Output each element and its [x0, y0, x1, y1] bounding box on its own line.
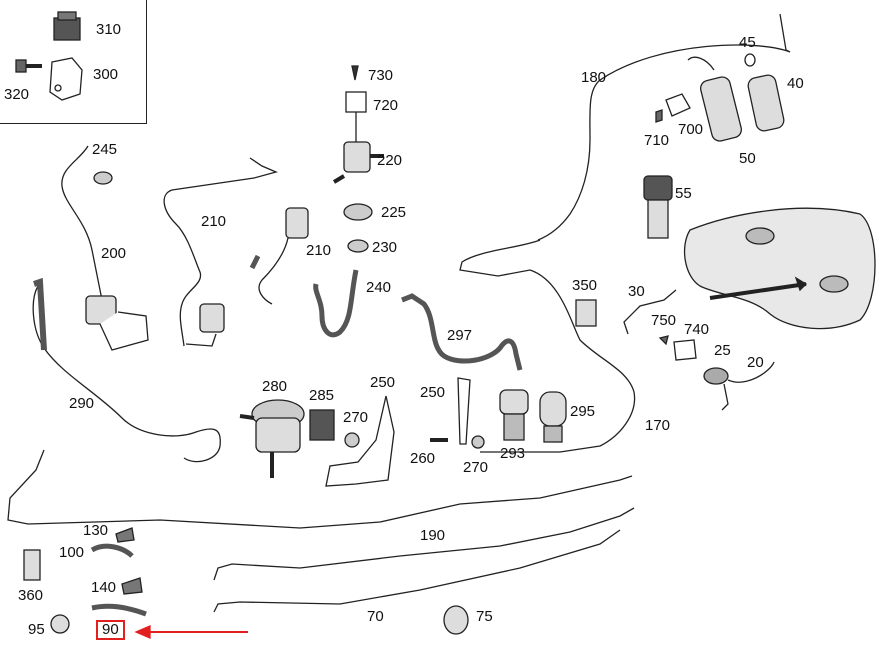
part-label[interactable]: 210: [201, 213, 227, 230]
part-label[interactable]: 75: [476, 608, 493, 625]
clip-350-drawing: [575, 299, 597, 327]
filter-40-drawing: [744, 53, 785, 132]
part-label[interactable]: 350: [572, 277, 598, 294]
part-label[interactable]: 20: [747, 354, 764, 371]
filter-700-drawing: [655, 56, 743, 142]
line-70-drawing: [213, 507, 635, 613]
hose-200-drawing: [61, 145, 149, 351]
damper-295-drawing: [539, 391, 567, 443]
part-label[interactable]: 220: [377, 152, 403, 169]
part-label[interactable]: 240: [366, 279, 392, 296]
line-170-drawing: [459, 239, 636, 453]
part-label[interactable]: 190: [420, 527, 446, 544]
sensor-25-drawing: [658, 335, 775, 411]
part-label[interactable]: 300: [93, 66, 119, 83]
part-label[interactable]: 210: [306, 242, 332, 259]
parts-bottom-left-drawing: [23, 527, 147, 634]
line-180-drawing: [537, 13, 791, 241]
part-label[interactable]: 250: [420, 384, 446, 401]
part-label[interactable]: 70: [367, 608, 384, 625]
part-label[interactable]: 230: [372, 239, 398, 256]
line-30-drawing: [623, 289, 677, 335]
highlight-arrow: [134, 625, 248, 639]
clamp-230-drawing: [347, 239, 369, 253]
part-label[interactable]: 740: [684, 321, 710, 338]
part-label[interactable]: 320: [4, 86, 30, 103]
hose-210-drawing: [163, 157, 278, 347]
part-label[interactable]: 260: [410, 450, 436, 467]
pump-55-drawing: [643, 175, 673, 239]
valve-285-drawing: [309, 409, 335, 441]
part-label[interactable]: 310: [96, 21, 122, 38]
part-label[interactable]: 290: [69, 395, 95, 412]
part-label[interactable]: 25: [714, 342, 731, 359]
part-label[interactable]: 45: [739, 34, 756, 51]
part-label[interactable]: 30: [628, 283, 645, 300]
pump-280-drawing: [239, 399, 305, 478]
nut-270-drawing: [344, 432, 485, 449]
part-label[interactable]: 297: [447, 327, 473, 344]
clamp-225-drawing: [343, 203, 373, 221]
part-label[interactable]: 40: [787, 75, 804, 92]
part-label[interactable]: 130: [83, 522, 109, 539]
part-label[interactable]: 225: [381, 204, 407, 221]
part-label[interactable]: 245: [92, 141, 118, 158]
part-label[interactable]: 170: [645, 417, 671, 434]
part-label[interactable]: 295: [570, 403, 596, 420]
bracket-300-drawing: [49, 57, 83, 101]
grommet-75-drawing: [443, 605, 469, 635]
part-label[interactable]: 50: [739, 150, 756, 167]
part-label[interactable]: 95: [28, 621, 45, 638]
bracket-250-drawing: [325, 377, 471, 487]
hose-297-drawing: [401, 293, 523, 371]
grommet-310-drawing: [53, 11, 81, 41]
part-label[interactable]: 730: [368, 67, 394, 84]
part-label[interactable]: 270: [463, 459, 489, 476]
part-label[interactable]: 285: [309, 387, 335, 404]
part-label[interactable]: 180: [581, 69, 607, 86]
valve-210-drawing: [249, 207, 309, 305]
hose-290-drawing: [32, 277, 221, 463]
part-label[interactable]: 750: [651, 312, 677, 329]
part-label[interactable]: 293: [500, 445, 526, 462]
part-label[interactable]: 55: [675, 185, 692, 202]
part-label[interactable]: 700: [678, 121, 704, 138]
part-label[interactable]: 200: [101, 245, 127, 262]
part-label[interactable]: 720: [373, 97, 399, 114]
part-label[interactable]: 270: [343, 409, 369, 426]
part-label[interactable]: 100: [59, 544, 85, 561]
damper-293-drawing: [499, 389, 529, 441]
fuel-tank-drawing: [683, 207, 876, 330]
part-label[interactable]: 140: [91, 579, 117, 596]
part-label[interactable]: 280: [262, 378, 288, 395]
valve-220-drawing: [332, 65, 384, 184]
part-label[interactable]: 250: [370, 374, 396, 391]
line-190-drawing: [7, 449, 633, 529]
inset-detail-box: [0, 0, 147, 124]
bolt-320-drawing: [15, 59, 42, 73]
part-label[interactable]: 710: [644, 132, 670, 149]
hose-240-drawing: [313, 269, 359, 338]
part-label[interactable]: 360: [18, 587, 44, 604]
part-label-highlighted[interactable]: 90: [96, 620, 125, 640]
